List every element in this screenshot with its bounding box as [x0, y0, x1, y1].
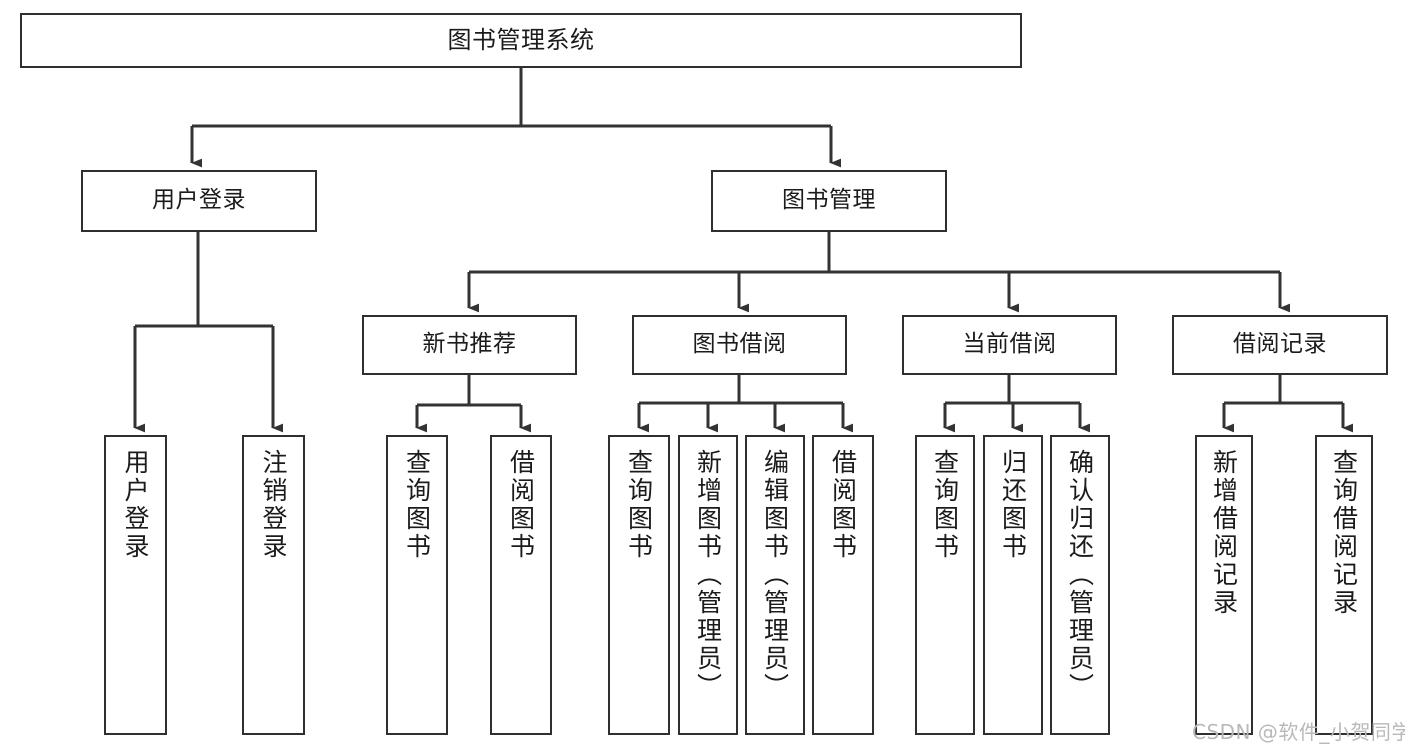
- node-borrow-record[interactable]: 借阅记录: [1172, 315, 1388, 375]
- node-root-system[interactable]: 图书管理系统: [20, 13, 1022, 68]
- csdn-watermark: CSDN @软件_小贺同学: [1192, 720, 1405, 744]
- node-label: 编辑图书（管理员）: [760, 449, 790, 701]
- leaf-borrow-add-book-admin[interactable]: 新增图书（管理员）: [678, 435, 738, 735]
- node-book-management[interactable]: 图书管理: [711, 170, 947, 232]
- leaf-user-login[interactable]: 用户登录: [104, 435, 167, 735]
- node-label: 借阅图书: [828, 449, 858, 561]
- leaf-borrow-edit-book-admin[interactable]: 编辑图书（管理员）: [745, 435, 805, 735]
- leaf-current-return-book[interactable]: 归还图书: [983, 435, 1043, 735]
- node-label: 借阅图书: [506, 449, 536, 561]
- node-current-borrow[interactable]: 当前借阅: [902, 315, 1117, 375]
- leaf-newbook-borrow-book[interactable]: 借阅图书: [490, 435, 552, 735]
- node-label: 新增借阅记录: [1209, 449, 1239, 617]
- node-label: 用户登录: [121, 449, 150, 561]
- node-label: 归还图书: [998, 449, 1028, 561]
- node-user-login[interactable]: 用户登录: [81, 170, 317, 232]
- node-book-borrow[interactable]: 图书借阅: [632, 315, 847, 375]
- node-label: 新增图书（管理员）: [693, 449, 723, 701]
- leaf-borrow-borrow-book[interactable]: 借阅图书: [812, 435, 874, 735]
- node-label: 查询图书: [930, 449, 960, 561]
- leaf-record-add-record[interactable]: 新增借阅记录: [1195, 435, 1253, 735]
- leaf-record-query-record[interactable]: 查询借阅记录: [1315, 435, 1373, 735]
- node-new-book-recommend[interactable]: 新书推荐: [362, 315, 577, 375]
- node-label: 查询图书: [624, 449, 654, 561]
- leaf-newbook-query-book[interactable]: 查询图书: [386, 435, 448, 735]
- node-label: 查询图书: [402, 449, 432, 561]
- leaf-borrow-query-book[interactable]: 查询图书: [608, 435, 670, 735]
- node-label: 当前借阅: [962, 331, 1057, 358]
- leaf-current-confirm-return-admin[interactable]: 确认归还（管理员）: [1050, 435, 1110, 735]
- node-label: 注销登录: [259, 449, 288, 561]
- node-label: 查询借阅记录: [1329, 449, 1359, 617]
- node-label: 图书借阅: [692, 331, 787, 358]
- node-label: 图书管理: [782, 187, 876, 214]
- leaf-current-query-book[interactable]: 查询图书: [915, 435, 975, 735]
- node-label: 借阅记录: [1233, 331, 1327, 358]
- node-label: 用户登录: [152, 187, 246, 214]
- leaf-logout[interactable]: 注销登录: [242, 435, 305, 735]
- node-label: 确认归还（管理员）: [1065, 449, 1095, 701]
- node-label: 新书推荐: [422, 331, 517, 358]
- node-label: 图书管理系统: [447, 26, 595, 55]
